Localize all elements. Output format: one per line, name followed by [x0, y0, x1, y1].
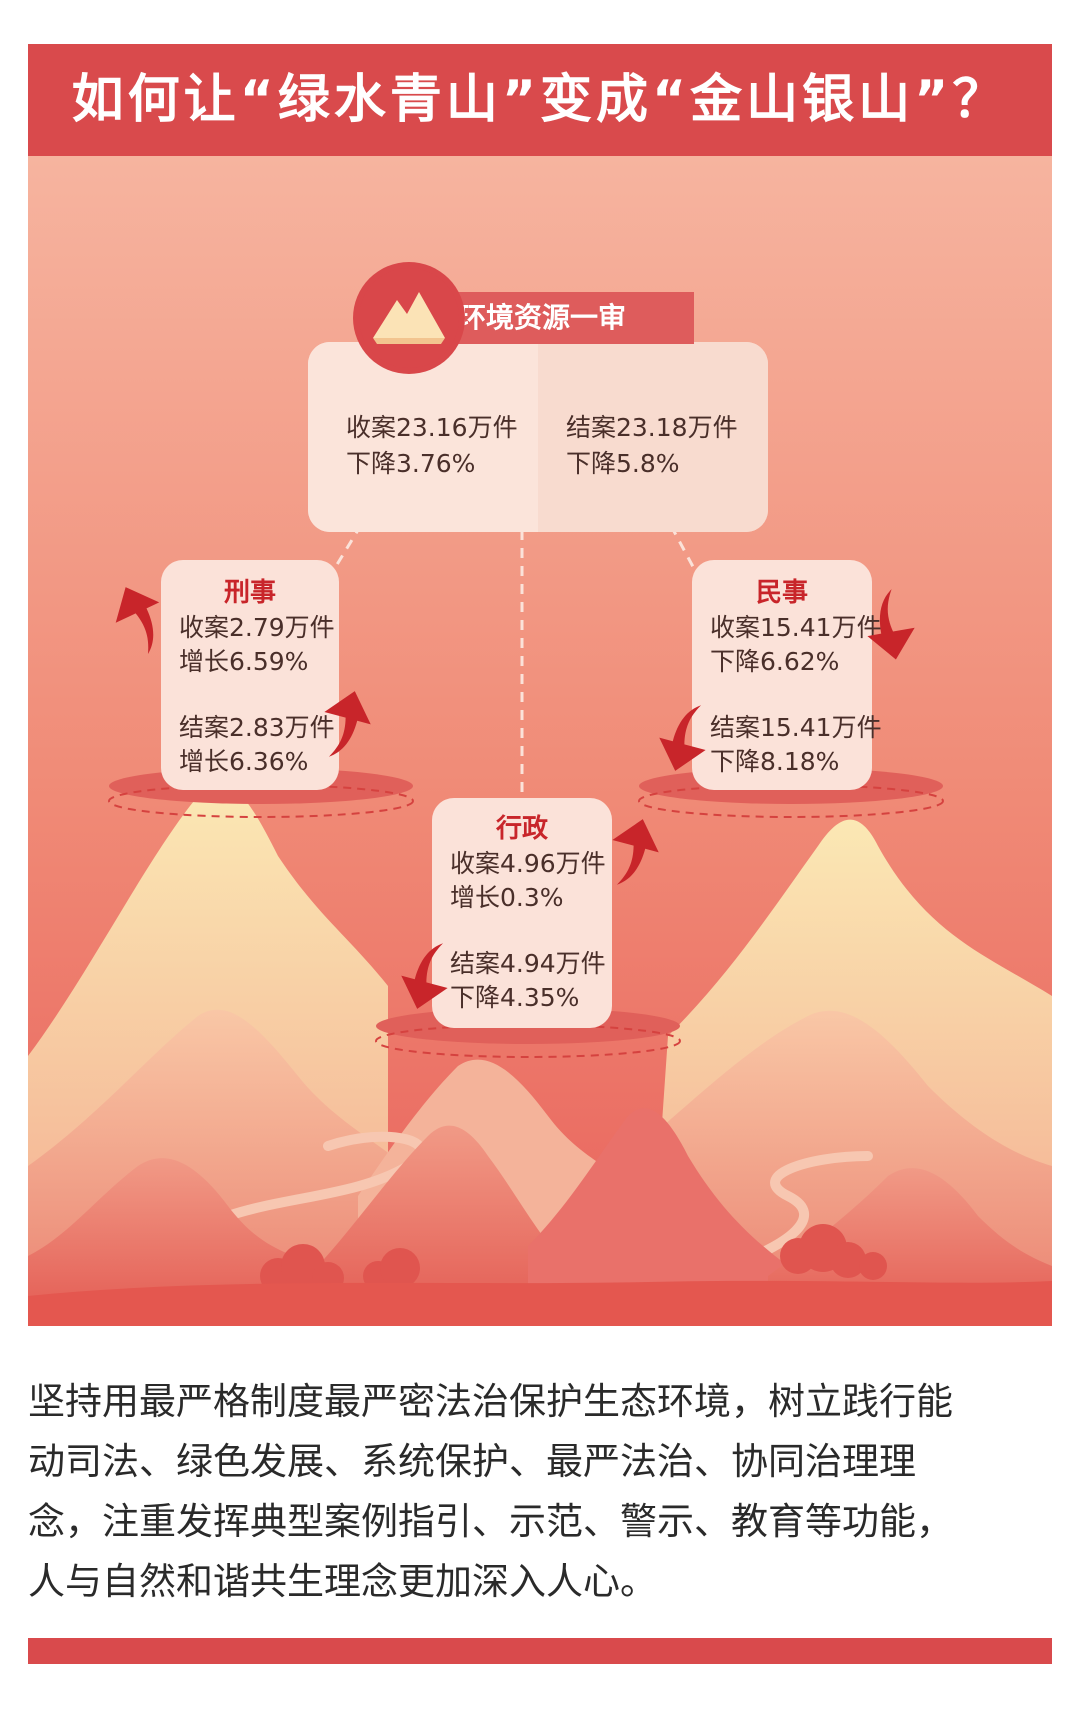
page-title: 如何让“绿水青山”变成“金山银山”？: [28, 44, 1052, 156]
description-line: 念，注重发挥典型案例指引、示范、警示、教育等功能，: [28, 1500, 953, 1543]
first-instance-concluded-change: 下降5.8%: [566, 449, 680, 478]
criminal-received: 收案2.79万件: [179, 613, 335, 642]
administrative-title: 行政: [495, 814, 548, 844]
first-instance-received: 收案23.16万件: [346, 413, 518, 442]
infographic-scene: 收案23.16万件 下降3.76% 结案23.18万件 下降5.8% 环境资源一…: [28, 156, 1052, 1326]
administrative-concluded-change: 下降4.35%: [450, 983, 580, 1012]
description-line: 坚持用最严格制度最严密法治保护生态环境，树立践行能: [28, 1380, 953, 1423]
administrative-card: 行政 收案4.96万件 增长0.3% 结案4.94万件 下降4.35%: [432, 798, 612, 1028]
civil-concluded: 结案15.41万件: [710, 713, 882, 742]
first-instance-label: 环境资源一审: [458, 301, 627, 334]
footer-bar: [28, 1638, 1052, 1664]
first-instance-received-change: 下降3.76%: [346, 449, 476, 478]
civil-card: 民事 收案15.41万件 下降6.62% 结案15.41万件 下降8.18%: [692, 560, 882, 790]
infographic-frame: 如何让“绿水青山”变成“金山银山”？: [28, 44, 1052, 1326]
administrative-received-change: 增长0.3%: [450, 883, 564, 912]
description-line: 人与自然和谐共生理念更加深入人心。: [28, 1560, 657, 1603]
criminal-concluded: 结案2.83万件: [179, 713, 335, 742]
criminal-received-change: 增长6.59%: [179, 647, 309, 676]
civil-concluded-change: 下降8.18%: [710, 747, 840, 776]
first-instance-card: 收案23.16万件 下降3.76% 结案23.18万件 下降5.8%: [308, 342, 768, 532]
criminal-card: 刑事 收案2.79万件 增长6.59% 结案2.83万件 增长6.36%: [161, 560, 339, 790]
administrative-received: 收案4.96万件: [450, 849, 606, 878]
civil-received-change: 下降6.62%: [710, 647, 840, 676]
criminal-concluded-change: 增长6.36%: [179, 747, 309, 776]
first-instance-right-panel: [538, 342, 768, 532]
civil-received: 收案15.41万件: [710, 613, 882, 642]
description-line: 动司法、绿色发展、系统保护、最严法治、协同治理理: [28, 1440, 916, 1483]
civil-title: 民事: [755, 578, 808, 608]
description-paragraph: 坚持用最严格制度最严密法治保护生态环境，树立践行能 动司法、绿色发展、系统保护、…: [28, 1372, 1058, 1612]
mountain-logo-icon: [353, 262, 465, 374]
first-instance-left-panel: [308, 342, 538, 532]
first-instance-concluded: 结案23.18万件: [566, 413, 738, 442]
criminal-title: 刑事: [223, 578, 276, 608]
administrative-concluded: 结案4.94万件: [450, 949, 606, 978]
